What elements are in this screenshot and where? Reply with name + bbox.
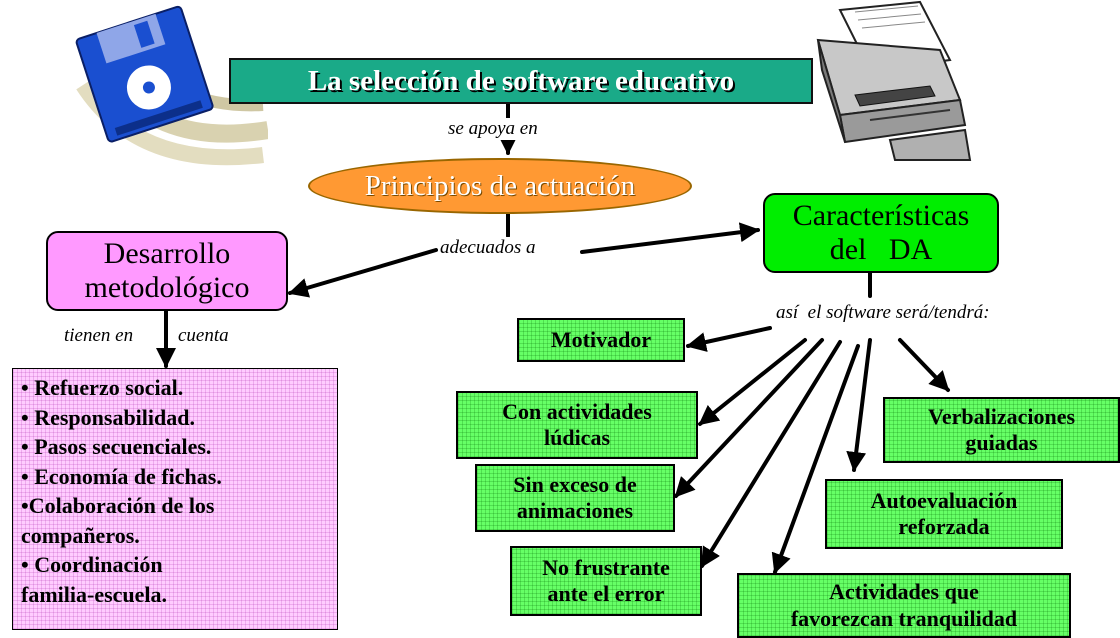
list-item: • Refuerzo social. [21,375,184,400]
box-sin-exceso-line-2: animaciones [516,498,634,523]
box-actividades-line-1: Actividades que [829,579,979,605]
box-motivador-text: Motivador [550,326,652,352]
arrow-to-no-frustrante [700,340,842,568]
box-no-frustrante-line-2: ante el error [547,581,665,606]
arrow-to-verbalizaciones [898,338,950,392]
arrow-to-sin-exceso [674,338,824,498]
arrow-to-actividades [771,344,860,574]
label-cuenta: cuenta [176,325,231,347]
box-ludicas-line-1: Con actividades [502,398,652,424]
label-adecuados-a: adecuados a [438,237,538,259]
box-verbalizaciones-guiadas: Verbalizaciones guiadas [883,397,1120,463]
box-autoevaluacion-reforzada: Autoevaluación reforzada [825,479,1063,549]
arrow-to-motivador [686,326,772,352]
list-item: compañeros. [21,522,140,548]
desarrollo-box: Desarrollo metodológico [46,231,288,311]
caracteristicas-line-1: Características [792,198,970,232]
box-no-frustrante: No frustrante ante el error [510,546,702,616]
desarrollo-line-1: Desarrollo [103,236,231,270]
box-motivador: Motivador [517,318,685,362]
caracteristicas-box: Características del DA [763,193,999,273]
box-actividades-line-2: favorezcan tranquilidad [790,605,1018,631]
list-item: • Economía de fichas. [21,463,222,489]
box-no-frustrante-line-1: No frustrante [542,554,670,580]
box-sin-exceso-animaciones: Sin exceso de animaciones [475,464,675,532]
box-autoevaluacion-line-2: reforzada [898,514,990,539]
arrow-to-autoevaluacion [846,338,872,472]
label-se-apoya-en: se apoya en [446,118,540,140]
box-con-actividades-ludicas: Con actividades lúdicas [456,391,698,459]
arrow-to-ludicas [698,338,807,426]
desarrollo-line-2: metodológico [84,271,250,304]
printer-icon [800,0,975,162]
title-text: La selección de software educativo [307,64,735,97]
title-box: La selección de software educativo [229,58,813,104]
box-sin-exceso-line-1: Sin exceso de [513,471,637,497]
list-item: • Responsabilidad. [21,404,195,430]
box-actividades-tranquilidad: Actividades que favorezcan tranquilidad [737,573,1071,638]
box-verbalizaciones-line-1: Verbalizaciones [927,403,1076,429]
arrow-to-desarrollo [288,248,438,298]
caracteristicas-line-2: del DA [829,233,933,266]
label-asi-software: así el software será/tendrá: [774,302,992,324]
list-item: • Coordinación [21,552,163,577]
box-ludicas-line-2: lúdicas [543,425,611,450]
principles-text: Principios de actuación [364,169,636,202]
pink-list-box: • Refuerzo social. • Responsabilidad. • … [12,368,338,630]
label-tienen-en: tienen en [62,325,136,347]
box-verbalizaciones-line-2: guiadas [965,430,1038,455]
arrow-to-caracteristicas [580,222,760,254]
list-item: familia-escuela. [21,581,168,607]
list-item: • Pasos secuenciales. [21,434,212,459]
box-autoevaluacion-line-1: Autoevaluación [870,487,1018,513]
floppy-disk-icon [28,0,270,180]
principles-ellipse: Principios de actuación [308,158,692,214]
list-item: •Colaboración de los [21,493,215,518]
